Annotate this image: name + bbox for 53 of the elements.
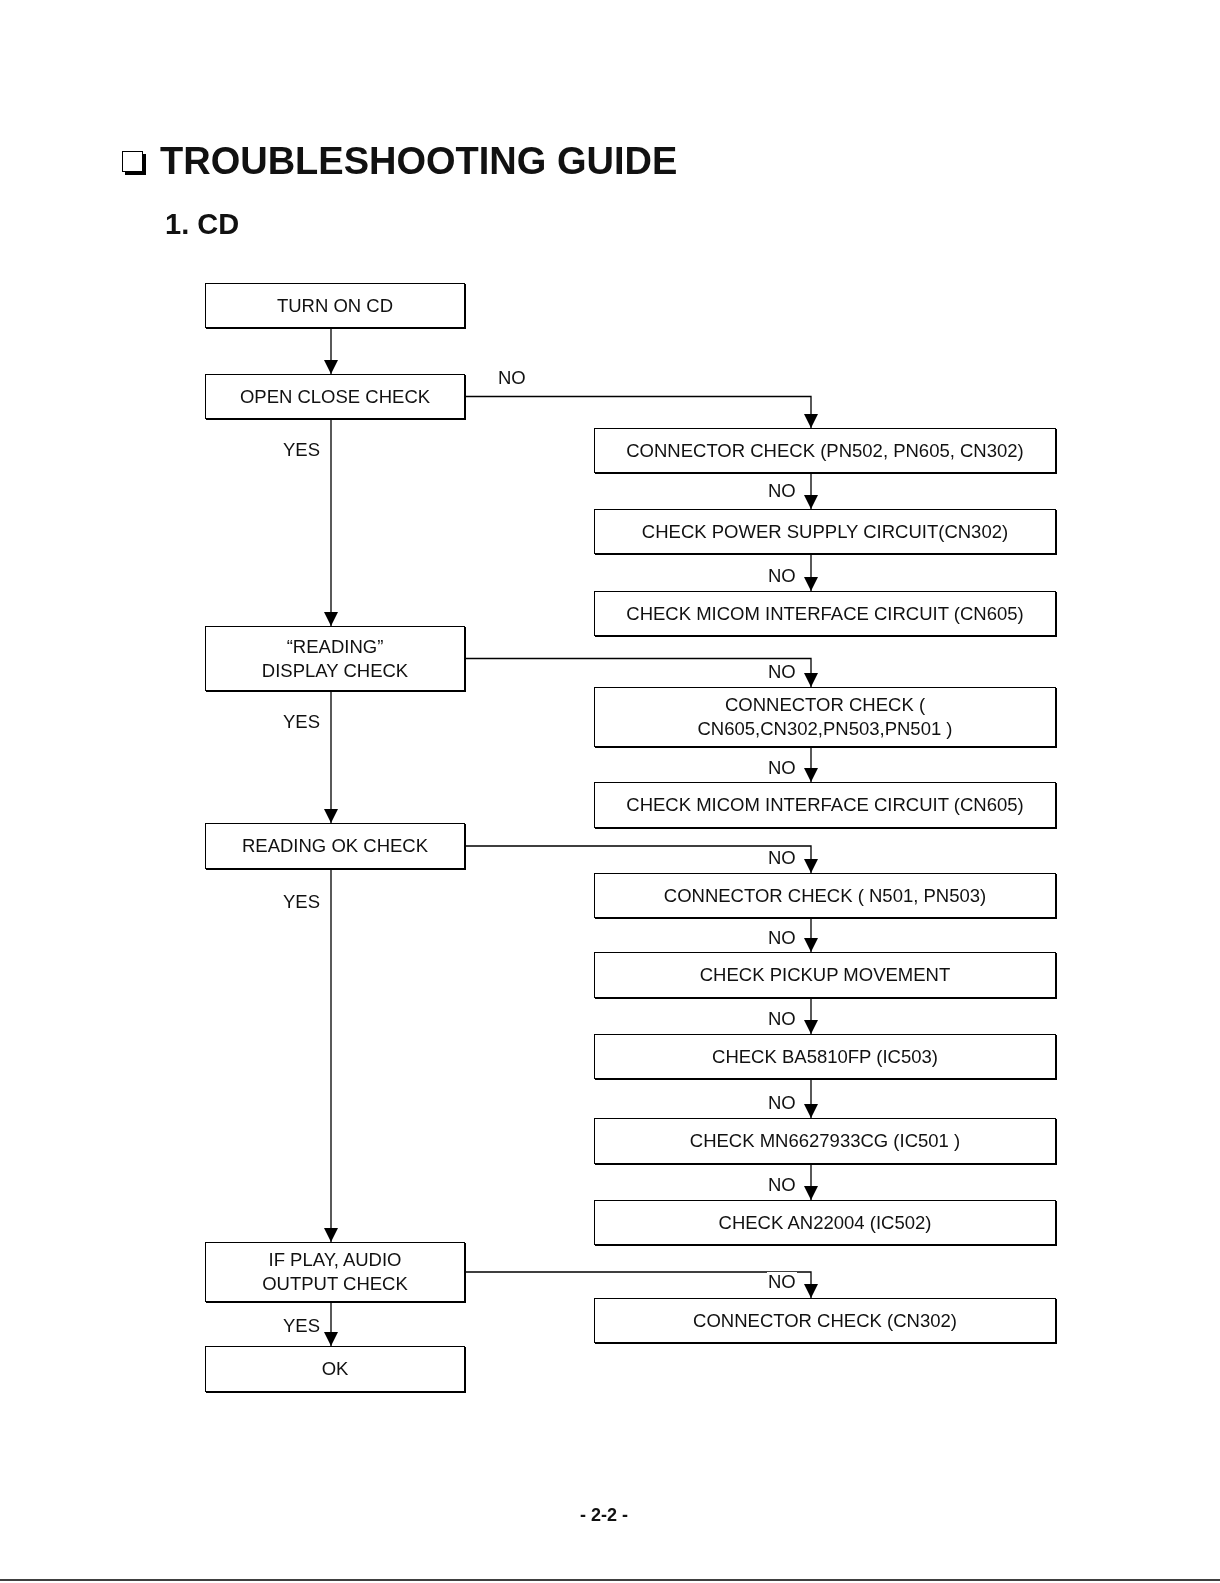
- box-label: “READING” DISPLAY CHECK: [260, 634, 410, 683]
- box-label: CHECK PICKUP MOVEMENT: [699, 963, 951, 987]
- process-box: [594, 591, 1056, 636]
- process-box: [594, 782, 1056, 828]
- process-box: [594, 1200, 1056, 1245]
- process-box: [205, 626, 465, 691]
- page-number: - 2-2 -: [580, 1505, 628, 1526]
- process-box: [594, 509, 1056, 554]
- process-box: [594, 873, 1056, 918]
- process-box: [205, 374, 465, 419]
- arrow: [324, 1301, 338, 1347]
- process-box: [205, 1242, 465, 1302]
- arrow: [464, 395, 818, 429]
- process-box: [594, 952, 1056, 998]
- page-title: TROUBLESHOOTING GUIDE: [160, 140, 678, 183]
- box-label: CHECK MICOM INTERFACE CIRCUIT (CN605): [626, 793, 1024, 817]
- process-box: [205, 283, 465, 328]
- arrow: [804, 746, 818, 783]
- box-label: OK: [321, 1357, 349, 1381]
- arrow: [804, 553, 818, 592]
- arrow: [804, 1163, 818, 1201]
- box-label: TURN ON CD: [276, 293, 394, 318]
- arrow: [324, 868, 338, 1243]
- arrow: [464, 845, 818, 874]
- box-label: IF PLAY, AUDIO OUTPUT CHECK: [261, 1248, 409, 1296]
- arrow: [464, 657, 818, 688]
- process-box: [205, 1346, 465, 1392]
- process-box: [594, 687, 1056, 747]
- box-label: OPEN CLOSE CHECK: [239, 384, 431, 409]
- arrow: [804, 472, 818, 510]
- arrow: [804, 917, 818, 953]
- box-label: CONNECTOR CHECK ( N501, PN503): [663, 883, 987, 908]
- box-label: CONNECTOR CHECK ( CN605,CN302,PN503,PN501 ): [696, 693, 954, 741]
- arrow: [804, 997, 818, 1035]
- arrow: [464, 1271, 818, 1299]
- process-box: [594, 428, 1056, 473]
- arrow: [804, 1078, 818, 1119]
- arrow: [324, 690, 338, 824]
- box-label: CHECK MICOM INTERFACE CIRCUIT (CN605): [626, 601, 1024, 626]
- process-box: [594, 1118, 1056, 1164]
- box-label: CHECK AN22004 (IC502): [718, 1210, 932, 1235]
- box-label: READING OK CHECK: [241, 834, 429, 858]
- box-label: CHECK POWER SUPPLY CIRCUIT(CN302): [641, 519, 1009, 544]
- box-label: CHECK MN6627933CG (IC501 ): [689, 1129, 961, 1153]
- process-box: [205, 823, 465, 869]
- process-box: [594, 1298, 1056, 1343]
- arrow: [324, 327, 338, 375]
- box-label: CONNECTOR CHECK (PN502, PN605, CN302): [626, 438, 1024, 463]
- arrow: [324, 418, 338, 627]
- box-label: CONNECTOR CHECK (CN302): [693, 1308, 957, 1333]
- section-heading: 1. CD: [165, 208, 240, 241]
- process-box: [594, 1034, 1056, 1079]
- box-label: CHECK BA5810FP (IC503): [712, 1044, 938, 1069]
